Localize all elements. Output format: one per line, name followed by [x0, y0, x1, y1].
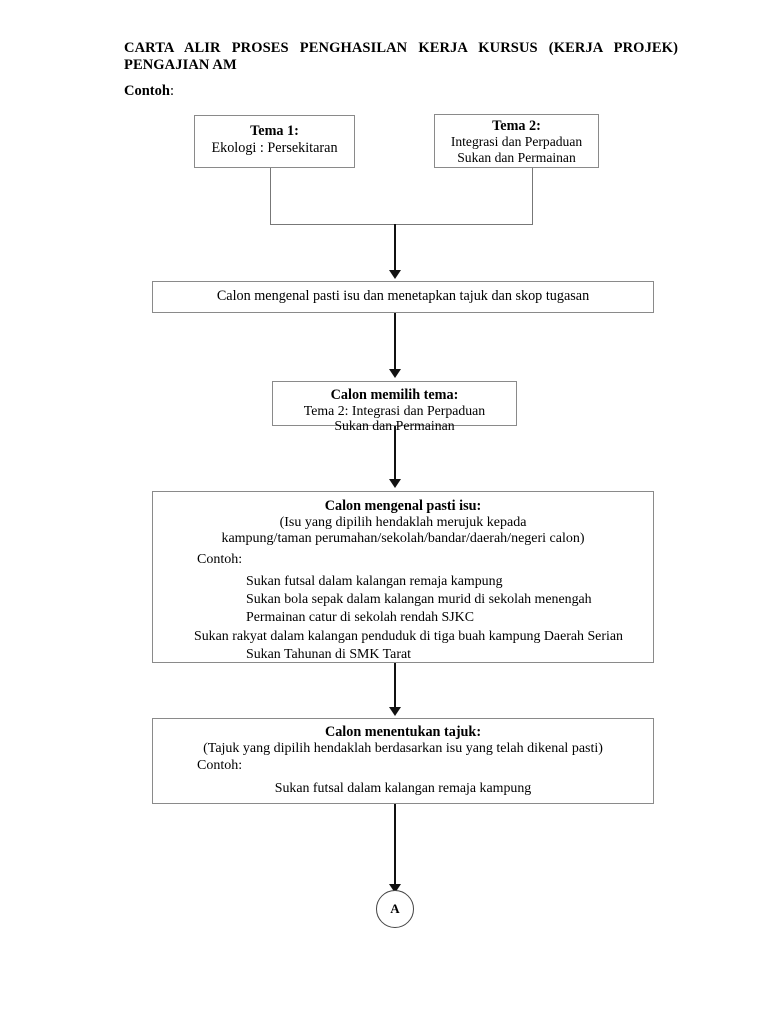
tema-1-box: Tema 1: Ekologi : Persekitaran — [194, 115, 355, 168]
arrow-title-to-connector-line — [394, 804, 396, 888]
list-item: Sukan bola sepak dalam kalangan murid di… — [246, 592, 592, 608]
arrow-choose-to-issue-head — [389, 479, 401, 488]
step-identify-issue-heading: Calon mengenal pasti isu: — [324, 498, 482, 514]
bracket-horizontal-bar — [270, 224, 533, 225]
step-identify-inner: Calon mengenal pasti isu dan menetapkan … — [153, 282, 653, 312]
step-determine-title-heading: Calon menentukan tajuk: — [324, 724, 482, 740]
page-title-line-2: PENGAJIAN AM — [124, 57, 237, 73]
flow-connector-label: A — [390, 901, 400, 916]
tema-1-line-1: Ekologi : Persekitaran — [211, 139, 338, 156]
step-identify-issue-inner: Calon mengenal pasti isu: (Isu yang dipi… — [153, 492, 653, 662]
step-choose-theme-line-2: Sukan dan Permainan — [334, 418, 455, 433]
step-choose-theme-text-stack: Calon memilih tema: Tema 2: Integrasi da… — [273, 387, 516, 419]
step-choose-theme-line-1: Tema 2: Integrasi dan Perpaduan — [303, 403, 486, 418]
step-determine-title-contoh-label: Contoh: — [197, 758, 243, 773]
arrow-identify-to-choose-head — [389, 369, 401, 378]
tema-2-box: Tema 2: Integrasi dan Perpaduan Sukan da… — [434, 114, 599, 168]
step-identify-text: Calon mengenal pasti isu dan menetapkan … — [216, 288, 590, 304]
list-item: Sukan futsal dalam kalangan remaja kampu… — [246, 574, 503, 589]
step-identify-issue-note-line-1: (Isu yang dipilih hendaklah merujuk kepa… — [279, 514, 527, 530]
arrow-issue-to-title-line — [394, 663, 396, 708]
step-identify-issue-header: Calon mengenal pasti isu: (Isu yang dipi… — [153, 498, 653, 548]
tema-1-box-inner: Tema 1: Ekologi : Persekitaran — [195, 116, 354, 167]
step-identify-issue-box: Calon mengenal pasti isu: (Isu yang dipi… — [152, 491, 654, 663]
step-determine-title-note: (Tajuk yang dipilih hendaklah berdasarka… — [203, 740, 603, 756]
step-choose-theme-inner: Calon memilih tema: Tema 2: Integrasi da… — [273, 382, 516, 425]
tema-2-box-inner: Tema 2: Integrasi dan Perpaduan Sukan da… — [435, 115, 598, 167]
step-identify-issue-contoh-label: Contoh: — [197, 552, 243, 567]
step-identify-text-stack: Calon mengenal pasti isu dan menetapkan … — [153, 288, 653, 305]
step-determine-title-box: Calon menentukan tajuk: (Tajuk yang dipi… — [152, 718, 654, 804]
bracket-left-stem — [270, 168, 271, 225]
step-identify-issue-example-list: Sukan futsal dalam kalangan remaja kampu… — [153, 572, 653, 663]
step-identify-issue-note-line-2: kampung/taman perumahan/sekolah/bandar/d… — [221, 531, 585, 546]
step-choose-theme-box: Calon memilih tema: Tema 2: Integrasi da… — [272, 381, 517, 426]
page-title-line-1: CARTA ALIR PROSES PENGHASILAN KERJA KURS… — [124, 40, 678, 56]
tema-1-text-stack: Tema 1: Ekologi : Persekitaran — [195, 123, 354, 156]
arrow-bracket-to-identify-head — [389, 270, 401, 279]
list-item: Sukan rakyat dalam kalangan penduduk di … — [194, 628, 623, 644]
contoh-heading-word: Contoh — [124, 83, 170, 99]
contoh-heading-colon: : — [169, 83, 174, 99]
contoh-heading: Contoh: — [124, 83, 174, 100]
flow-connector-circle: A — [376, 890, 414, 928]
arrow-bracket-to-identify-line — [394, 224, 396, 271]
step-identify-box: Calon mengenal pasti isu dan menetapkan … — [152, 281, 654, 313]
page-title: CARTA ALIR PROSES PENGHASILAN KERJA KURS… — [124, 40, 678, 74]
arrow-title-to-connector-head — [389, 884, 401, 893]
step-choose-theme-heading: Calon memilih tema: — [330, 387, 459, 403]
arrow-issue-to-title-head — [389, 707, 401, 716]
step-determine-title-example: Sukan futsal dalam kalangan remaja kampu… — [274, 781, 532, 796]
arrow-choose-to-issue-line — [394, 426, 396, 480]
tema-2-line-1: Integrasi dan Perpaduan — [450, 134, 583, 149]
list-item: Sukan Tahunan di SMK Tarat — [246, 646, 411, 662]
tema-2-heading: Tema 2: — [492, 118, 541, 134]
tema-1-heading: Tema 1: — [250, 123, 299, 139]
tema-2-text-stack: Tema 2: Integrasi dan Perpaduan Sukan da… — [435, 118, 598, 166]
step-determine-title-header: Calon menentukan tajuk: (Tajuk yang dipi… — [153, 724, 653, 757]
step-determine-title-inner: Calon menentukan tajuk: (Tajuk yang dipi… — [153, 719, 653, 803]
tema-2-line-2: Sukan dan Permainan — [457, 150, 576, 165]
bracket-right-stem — [532, 168, 533, 225]
list-item: Permainan catur di sekolah rendah SJKC — [246, 610, 474, 626]
arrow-identify-to-choose-line — [394, 313, 396, 370]
